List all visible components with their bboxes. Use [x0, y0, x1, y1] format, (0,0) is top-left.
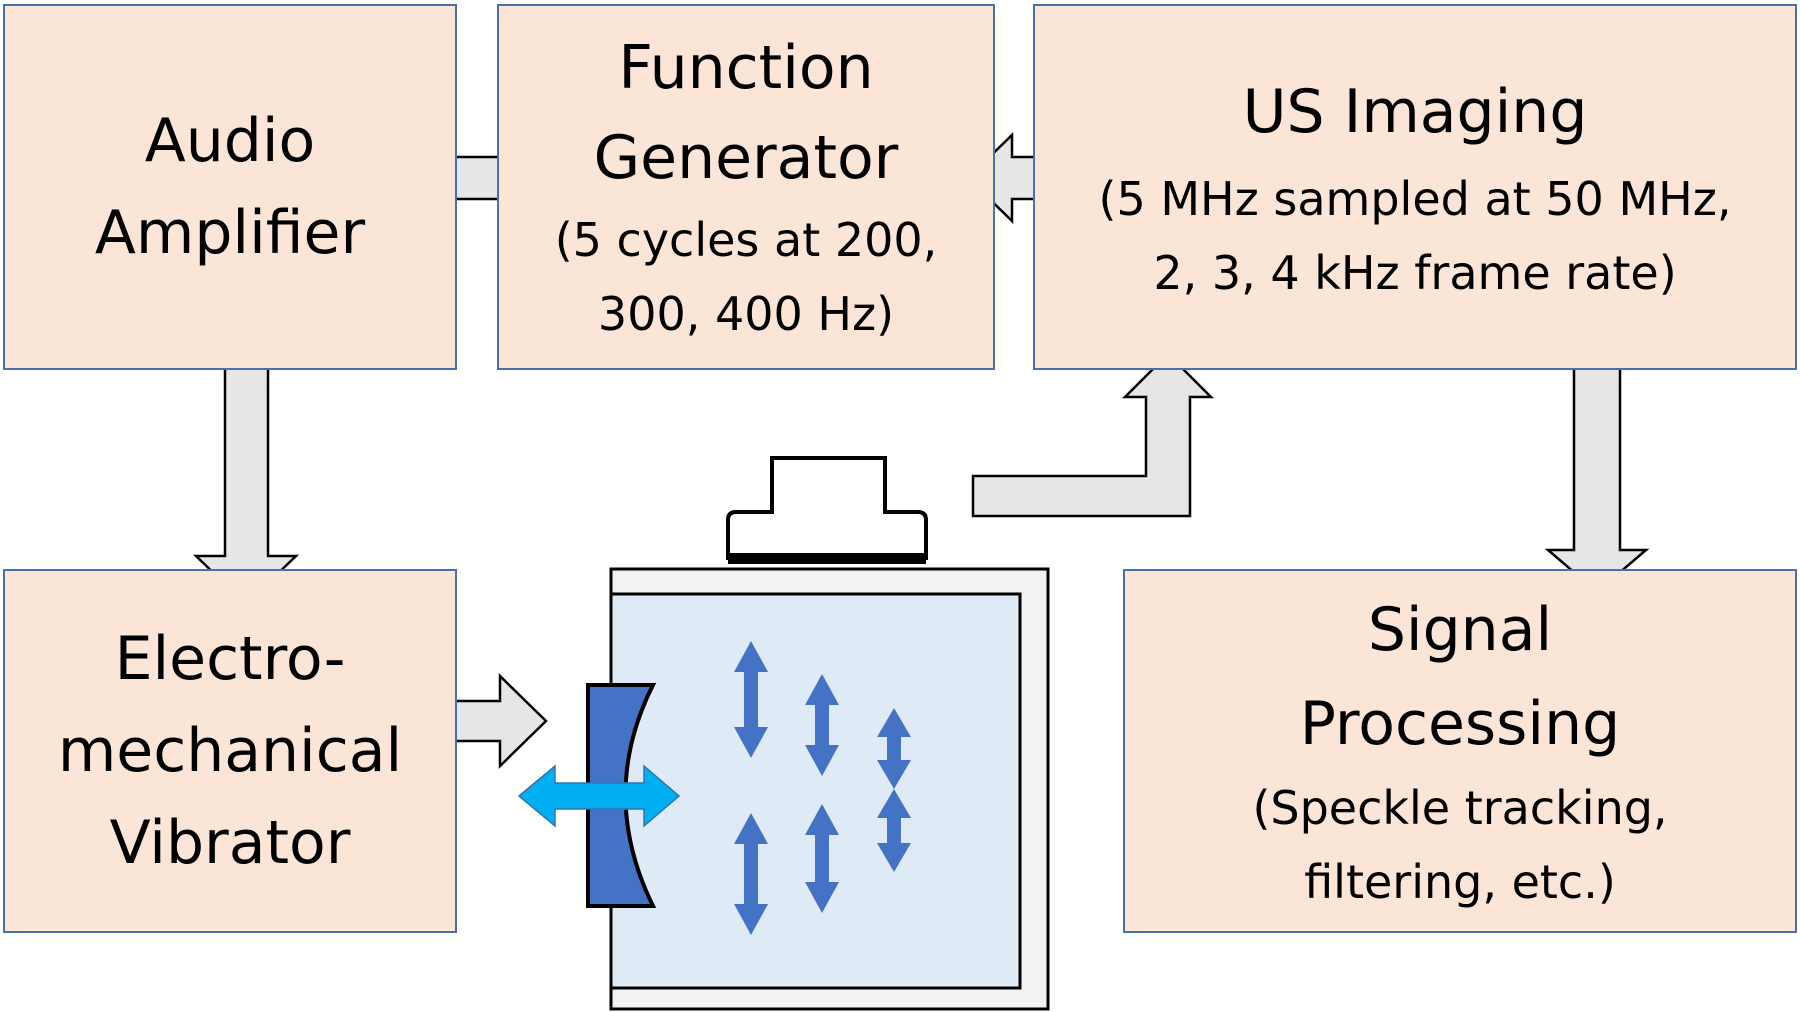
vibrator-title-line-3: Vibrator	[109, 808, 351, 878]
wave-arrow-5	[877, 708, 911, 789]
function-generator-title-line-2: Generator	[593, 123, 899, 193]
signal-processing-detail-line-2: filtering, etc.)	[1304, 855, 1616, 909]
wave-arrow-6	[877, 789, 911, 872]
signal-processing-title-line-2: Processing	[1299, 689, 1621, 759]
wave-arrow-2	[734, 813, 768, 935]
vibrator-title-line-2: mechanical	[57, 716, 403, 786]
signal-processing-detail-line-1: (Speckle tracking,	[1252, 781, 1668, 835]
wave-arrow-3	[805, 674, 839, 776]
arrow-transducer-to-usimaging	[971, 352, 1215, 518]
audio-amplifier-title-line-1: Audio	[144, 106, 316, 176]
ultrasound-transducer	[726, 456, 928, 560]
signal-processing-block: Signal Processing (Speckle tracking, fil…	[1123, 569, 1797, 933]
audio-amplifier-title-line-2: Amplifier	[94, 198, 366, 268]
transducer-face	[728, 553, 926, 564]
arrow-usimaging-to-signal-processing	[1544, 351, 1650, 594]
vibrator-title-line-1: Electro-	[114, 624, 346, 694]
arrow-amplifier-to-vibrator	[192, 338, 300, 606]
audio-amplifier-block: Audio Amplifier	[3, 4, 457, 370]
shear-wave-arrows	[734, 641, 911, 935]
function-generator-detail-line-1: (5 cycles at 200,	[554, 213, 938, 267]
function-generator-detail-line-2: 300, 400 Hz)	[597, 287, 895, 341]
signal-processing-title-line-1: Signal	[1367, 595, 1553, 665]
wave-arrow-1	[734, 641, 768, 758]
us-imaging-detail-line-1: (5 MHz sampled at 50 MHz,	[1098, 172, 1732, 226]
function-generator-title-line-1: Function	[618, 33, 874, 103]
vibrator-block: Electro- mechanical Vibrator	[3, 569, 457, 933]
us-imaging-block: US Imaging (5 MHz sampled at 50 MHz, 2, …	[1033, 4, 1797, 370]
phantom-medium	[609, 592, 1022, 990]
wave-arrow-4	[805, 804, 839, 913]
us-imaging-title: US Imaging	[1242, 77, 1588, 147]
vibration-double-arrow	[517, 764, 681, 828]
function-generator-block: Function Generator (5 cycles at 200, 300…	[497, 4, 995, 370]
us-imaging-detail-line-2: 2, 3, 4 kHz frame rate)	[1153, 246, 1677, 300]
